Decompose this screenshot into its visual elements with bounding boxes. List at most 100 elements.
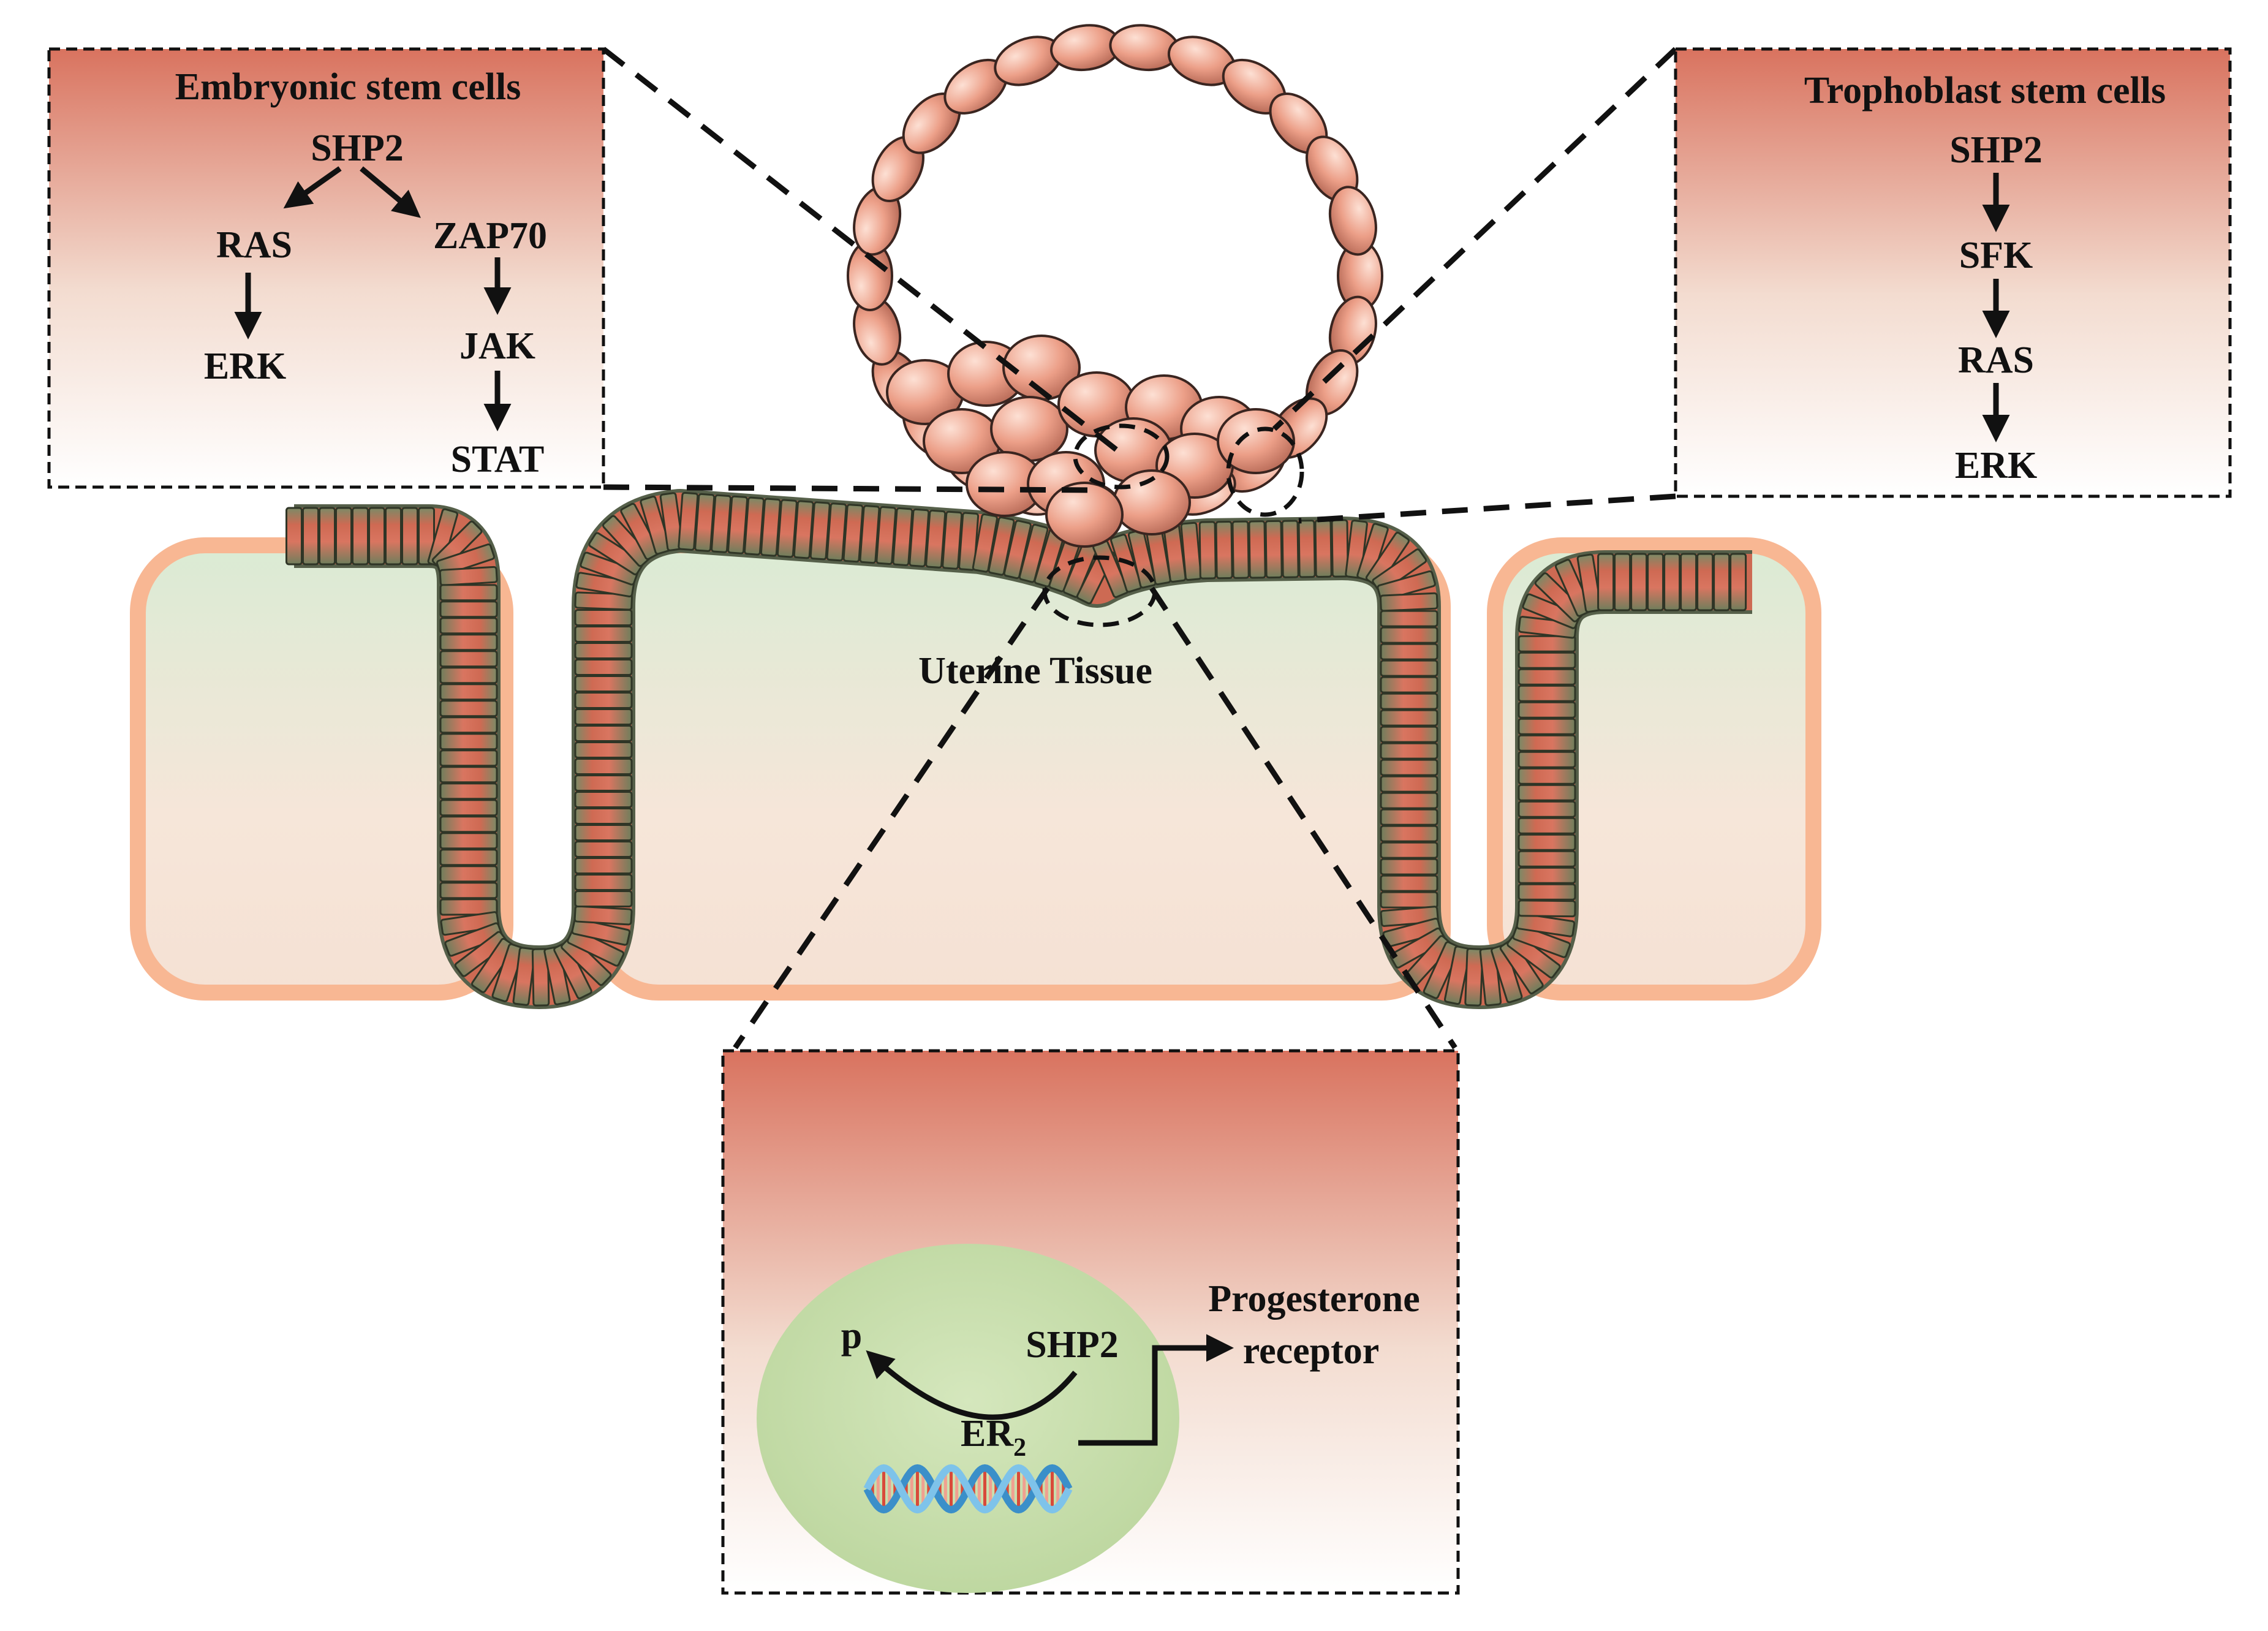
inner-cell-mass-cell <box>1045 482 1124 548</box>
trophoblast-erk: ERK <box>1955 445 2037 486</box>
epithelial-cell <box>1380 759 1438 776</box>
epithelial-cell <box>574 725 633 742</box>
arrow-shp2-zap70 <box>360 166 421 218</box>
epithelial-cell <box>439 617 498 635</box>
epithelial-cell <box>1518 751 1576 768</box>
epithelial-cell <box>760 498 781 557</box>
epithelial-cell <box>1680 553 1698 611</box>
epithelial-cell <box>439 716 498 734</box>
epithelial-cell <box>1518 833 1576 851</box>
epithelial-cell <box>574 609 633 626</box>
epithelial-cell <box>439 667 498 684</box>
phosphate-label: p <box>841 1315 862 1357</box>
blastocyst <box>847 24 1383 548</box>
epithelial-cell <box>574 626 633 643</box>
epithelial-cell <box>1380 858 1438 876</box>
epithelial-cell <box>561 936 612 986</box>
epithelial-cell <box>567 928 625 967</box>
epithelial-cell <box>571 917 631 946</box>
epithelial-cell <box>574 857 633 874</box>
epithelial-cell <box>842 504 864 563</box>
epithelial-cell <box>439 733 498 751</box>
epithelial-cell <box>1365 531 1410 588</box>
epithelial-cell <box>574 708 633 725</box>
epithelial-cell <box>1215 520 1233 580</box>
epithelial-cell <box>1264 520 1283 579</box>
epithelial-cell <box>574 659 633 676</box>
epithelial-cell <box>1380 808 1438 826</box>
epithelial-cell <box>1518 635 1576 653</box>
epithelial-cell <box>401 507 418 566</box>
epithelial-cell <box>1380 891 1438 909</box>
epithelial-cell <box>1380 709 1438 727</box>
epithelial-cell <box>574 692 633 709</box>
epithelial-cell <box>588 532 644 575</box>
epithelial-cell <box>826 502 847 562</box>
epithelial-cell <box>1518 800 1576 818</box>
epithelial-cell <box>439 600 498 618</box>
epithelial-cell <box>1231 520 1250 579</box>
zoom-circle-embryonic <box>1073 423 1170 490</box>
progesterone-receptor-line1: Progesterone <box>1208 1278 1419 1320</box>
embryonic-jak: JAK <box>459 325 535 367</box>
epithelial-cell <box>1380 610 1438 627</box>
epithelial-cell <box>439 865 498 883</box>
zoom-circle-uterine <box>1042 555 1157 627</box>
epithelial-cell <box>1518 899 1576 918</box>
epithelial-cell <box>1380 825 1438 842</box>
epithelial-cell <box>1630 553 1648 611</box>
epithelial-cell <box>1506 932 1561 978</box>
epithelial-cell <box>440 911 500 936</box>
epithelial-cell <box>1647 553 1665 611</box>
epithelial-cell <box>620 502 660 560</box>
epithelial-cell <box>1518 767 1576 785</box>
epithelial-cell <box>859 505 880 564</box>
epithelial-cell <box>1512 923 1571 958</box>
epithelial-cell <box>512 947 536 1006</box>
dephosphorylation-arrow <box>866 1350 1078 1420</box>
epithelial-cell <box>1499 939 1544 994</box>
epithelial-cell <box>1380 692 1438 710</box>
epithelial-cell <box>1380 725 1438 743</box>
epithelial-cell <box>439 650 498 668</box>
tissue-block-center <box>589 537 1451 1001</box>
epithelial-cell <box>574 841 633 858</box>
epithelial-cell <box>809 501 831 561</box>
epithelial-cell <box>1597 553 1615 611</box>
embryonic-stem-cells-panel: Embryonic stem cells SHP2 RAS ERK ZAP70 … <box>47 47 605 489</box>
epithelial-cell <box>285 507 303 566</box>
epithelial-cell <box>439 749 498 767</box>
epithelial-cell <box>574 758 633 775</box>
epithelial-cell <box>574 741 633 759</box>
nucleus-panel: p SHP2 ER2 Progesterone receptor <box>721 1049 1460 1595</box>
er-label-subscript: 2 <box>1013 1434 1026 1462</box>
embryonic-panel-title: Embryonic stem cells <box>175 66 521 108</box>
epithelial-cell <box>1729 553 1747 611</box>
trophoblast-shp2: SHP2 <box>1949 129 2043 171</box>
epithelial-cell <box>875 505 897 566</box>
epithelial-cell <box>1518 784 1576 801</box>
epithelial-cell <box>1298 520 1316 578</box>
transcription-arrow <box>1078 1334 1234 1446</box>
epithelial-cell <box>640 496 671 555</box>
epithelial-cell <box>439 849 498 866</box>
epithelial-cell <box>1518 883 1576 901</box>
epithelial-cell <box>1380 659 1438 677</box>
epithelial-cell <box>439 566 498 586</box>
zoom-line-right-top <box>1272 47 1678 431</box>
embryonic-stat: STAT <box>451 439 545 480</box>
epithelial-cell <box>439 799 498 817</box>
epithelial-cell <box>1372 548 1427 594</box>
epithelial-cell <box>793 500 814 559</box>
epithelial-cell <box>1380 841 1438 859</box>
epithelial-cell <box>744 496 765 556</box>
trophectoderm-cell <box>1328 186 1377 256</box>
epithelial-cell <box>1356 523 1389 582</box>
epithelial-cell <box>531 948 550 1007</box>
epithelial-cell <box>1518 866 1576 884</box>
epithelial-cell <box>678 491 699 551</box>
trophoblast-ras: RAS <box>1958 339 2034 381</box>
epithelial-cell <box>694 493 716 552</box>
arrow-shp2-ras <box>283 166 342 209</box>
dna-helix <box>863 1464 1073 1514</box>
